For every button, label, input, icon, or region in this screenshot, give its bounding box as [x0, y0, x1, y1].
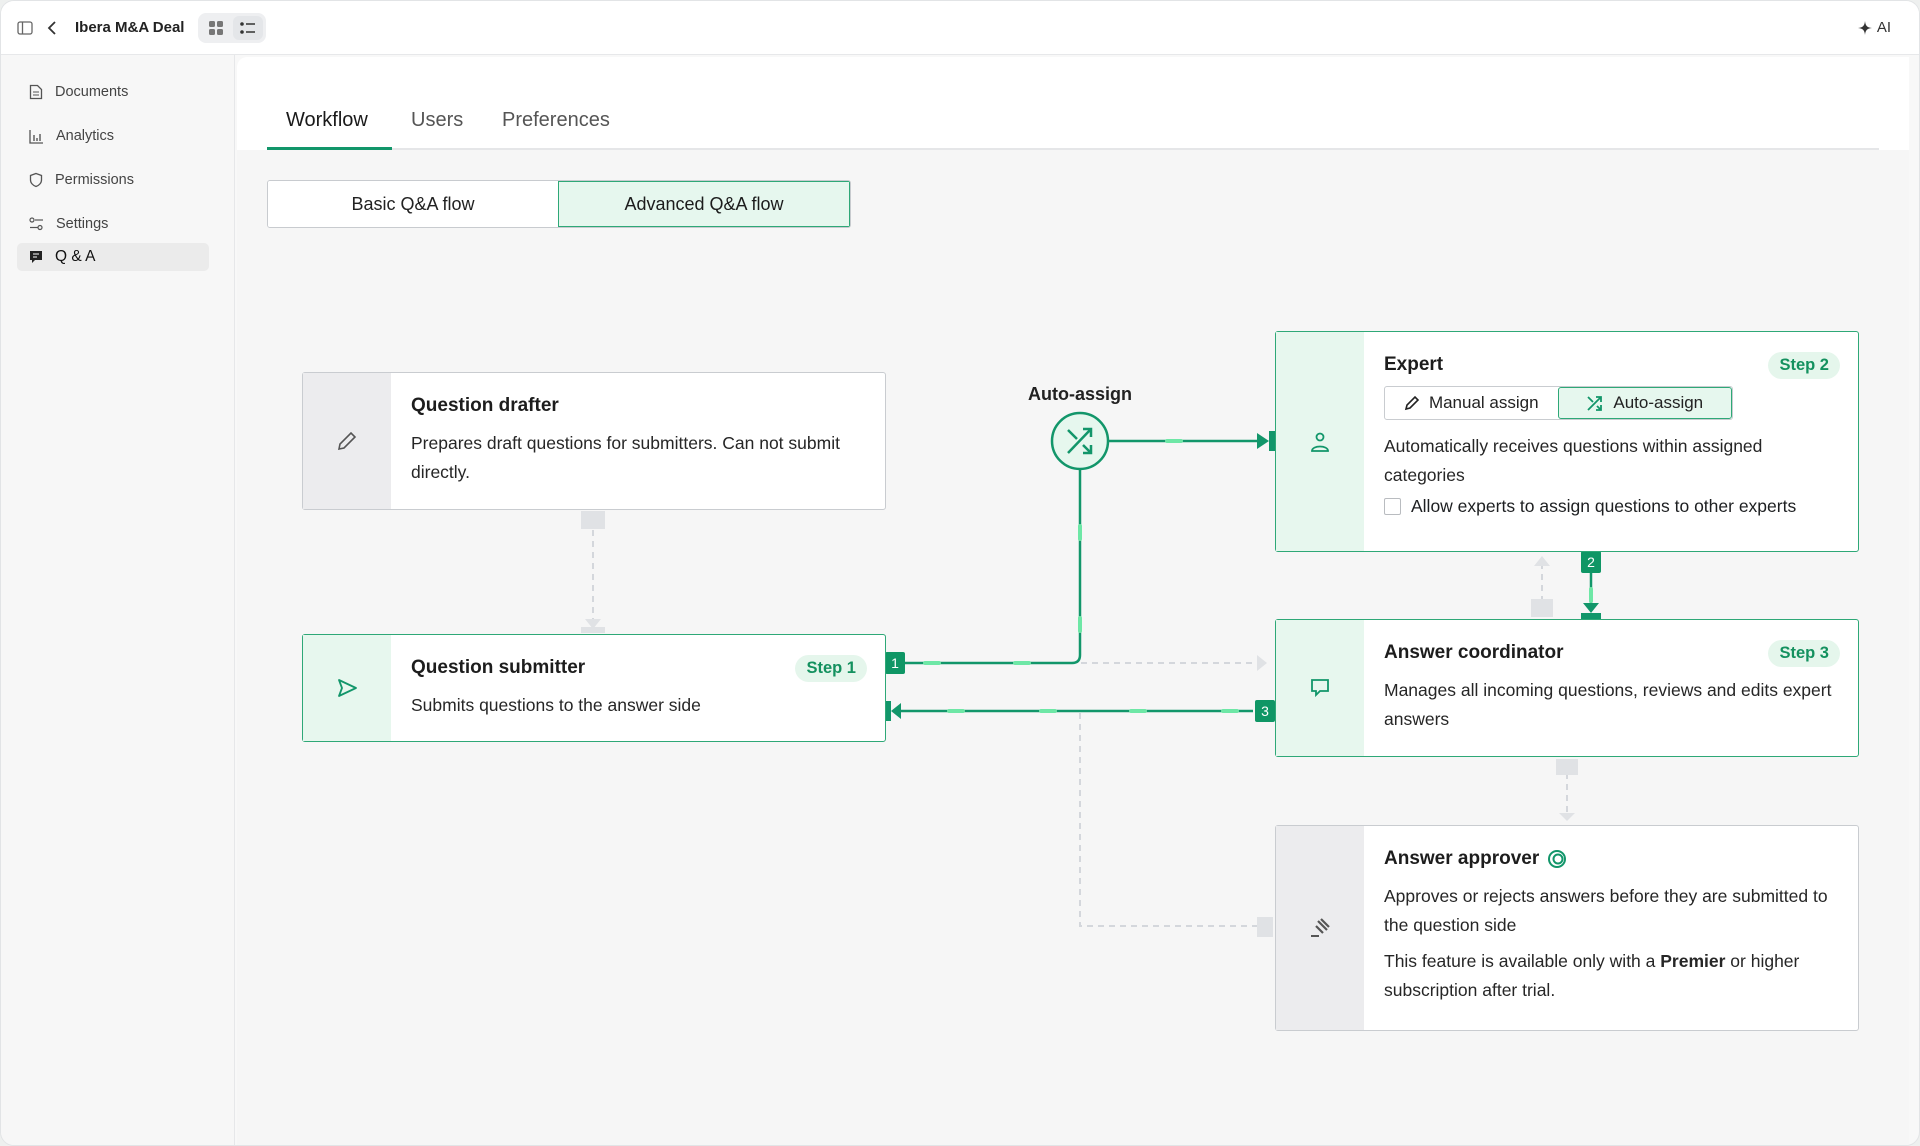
send-icon — [338, 679, 357, 697]
inactive-connectors — [592, 519, 1568, 927]
node-title: Question submitter — [411, 657, 586, 678]
bar-chart-icon — [29, 129, 43, 144]
connector-badge-2: 2 — [1581, 551, 1601, 573]
sidebar-item-label: Analytics — [56, 128, 115, 144]
sidebar-toggle-icon[interactable] — [17, 20, 33, 35]
pencil-icon — [337, 431, 357, 451]
node-description: Approves or rejects answers before they … — [1384, 886, 1828, 935]
note-text: This feature is available only with a — [1384, 951, 1661, 971]
sparkle-icon — [1857, 20, 1872, 35]
shuffle-icon — [1587, 396, 1603, 411]
advanced-flow-option[interactable]: Advanced Q&A flow — [558, 181, 850, 227]
shield-icon — [29, 172, 43, 188]
pencil-icon — [1404, 395, 1420, 411]
list-view-icon[interactable] — [233, 15, 264, 40]
active-tab-indicator — [267, 147, 392, 150]
document-icon — [29, 84, 43, 100]
tabs-bar: Workflow Users Preferences — [237, 57, 1909, 150]
note-text: or higher subscription after trial. — [1384, 951, 1800, 1000]
top-bar: Ibera M&A Deal AI — [1, 1, 1919, 55]
sidebar: Documents Analytics Permissions Settings… — [1, 55, 235, 1145]
back-chevron-icon[interactable] — [47, 20, 57, 36]
manual-assign-option[interactable]: Manual assign — [1385, 387, 1558, 419]
node-description: Submits questions to the answer side — [411, 695, 701, 715]
checkbox-box[interactable] — [1384, 498, 1401, 515]
sliders-icon — [29, 217, 43, 231]
node-description: Manages all incoming questions, reviews … — [1384, 680, 1832, 729]
tab-users[interactable]: Users — [411, 109, 464, 131]
node-question-submitter[interactable]: Question submitter Step 1 Submits question… — [302, 634, 886, 742]
basic-flow-option[interactable]: Basic Q&A flow — [268, 181, 558, 227]
chat-edit-icon — [1311, 679, 1329, 698]
sidebar-item-qa[interactable]: Q & A — [17, 243, 209, 271]
step-badge: Step 3 — [1768, 640, 1840, 667]
auto-assign-option[interactable]: Auto-assign — [1557, 387, 1732, 419]
ai-label: AI — [1876, 19, 1891, 36]
option-label: Auto-assign — [1613, 393, 1704, 412]
node-description: Automatically receives questions within … — [1384, 436, 1763, 485]
flow-highlights — [923, 439, 1593, 713]
sidebar-item-label: Q & A — [55, 248, 96, 265]
step-badge: Step 1 — [795, 655, 867, 682]
router-label: Auto-assign — [1027, 384, 1132, 404]
node-title: Answer coordinator — [1384, 642, 1564, 663]
sidebar-item-permissions[interactable]: Permissions — [17, 166, 209, 194]
sidebar-item-label: Settings — [56, 216, 109, 232]
node-title: Question drafter — [411, 395, 559, 416]
gavel-icon — [1311, 918, 1330, 937]
assign-mode-toggle: Manual assign Auto-assign — [1384, 386, 1733, 420]
step-badge: Step 2 — [1768, 352, 1840, 379]
premium-feature-icon — [1548, 850, 1567, 868]
view-toggle — [198, 12, 267, 43]
plan-name: Premier — [1660, 951, 1726, 971]
ai-button[interactable]: AI — [1857, 19, 1891, 36]
connector-badge-1: 1 — [885, 652, 905, 674]
sidebar-item-settings[interactable]: Settings — [17, 210, 209, 238]
main-panel: Workflow Users Preferences — [237, 57, 1909, 1145]
allow-reassign-checkbox[interactable]: Allow experts to assign questions to oth… — [1384, 496, 1838, 517]
option-label: Manual assign — [1428, 393, 1539, 412]
deal-title: Ibera M&A Deal — [75, 19, 185, 36]
node-expert[interactable]: Expert Step 2 Manual assign Auto-assign … — [1275, 331, 1859, 552]
node-title: Expert — [1384, 354, 1444, 375]
tabs-divider — [267, 148, 1879, 150]
node-answer-coordinator[interactable]: Answer coordinator Step 3 Manages all inco… — [1275, 619, 1859, 757]
node-title: Answer approver — [1384, 848, 1838, 870]
sidebar-item-label: Documents — [55, 84, 129, 100]
shuffle-icon — [1067, 427, 1093, 455]
tab-preferences[interactable]: Preferences — [502, 109, 610, 131]
sidebar-item-documents[interactable]: Documents — [17, 78, 209, 106]
connector-badge-3: 3 — [1255, 700, 1275, 722]
chat-icon — [30, 251, 42, 263]
inactive-connector-ports — [581, 511, 1578, 937]
tab-workflow[interactable]: Workflow — [286, 109, 368, 131]
grid-view-icon[interactable] — [201, 16, 231, 40]
arrowheads — [885, 431, 1601, 721]
node-answer-approver[interactable]: Answer approver Approves or rejects answ… — [1275, 825, 1859, 1031]
sidebar-item-analytics[interactable]: Analytics — [17, 122, 209, 150]
node-title-text: Answer approver — [1384, 848, 1540, 869]
premium-note: This feature is available only with a Pr… — [1384, 947, 1838, 1005]
flow-toggle: Basic Q&A flow Advanced Q&A flow — [267, 180, 851, 228]
node-description: Prepares draft questions for submitters.… — [411, 433, 840, 482]
sidebar-item-label: Permissions — [55, 172, 134, 188]
checkbox-label: Allow experts to assign questions to oth… — [1411, 496, 1797, 516]
user-gear-icon — [1311, 432, 1329, 452]
